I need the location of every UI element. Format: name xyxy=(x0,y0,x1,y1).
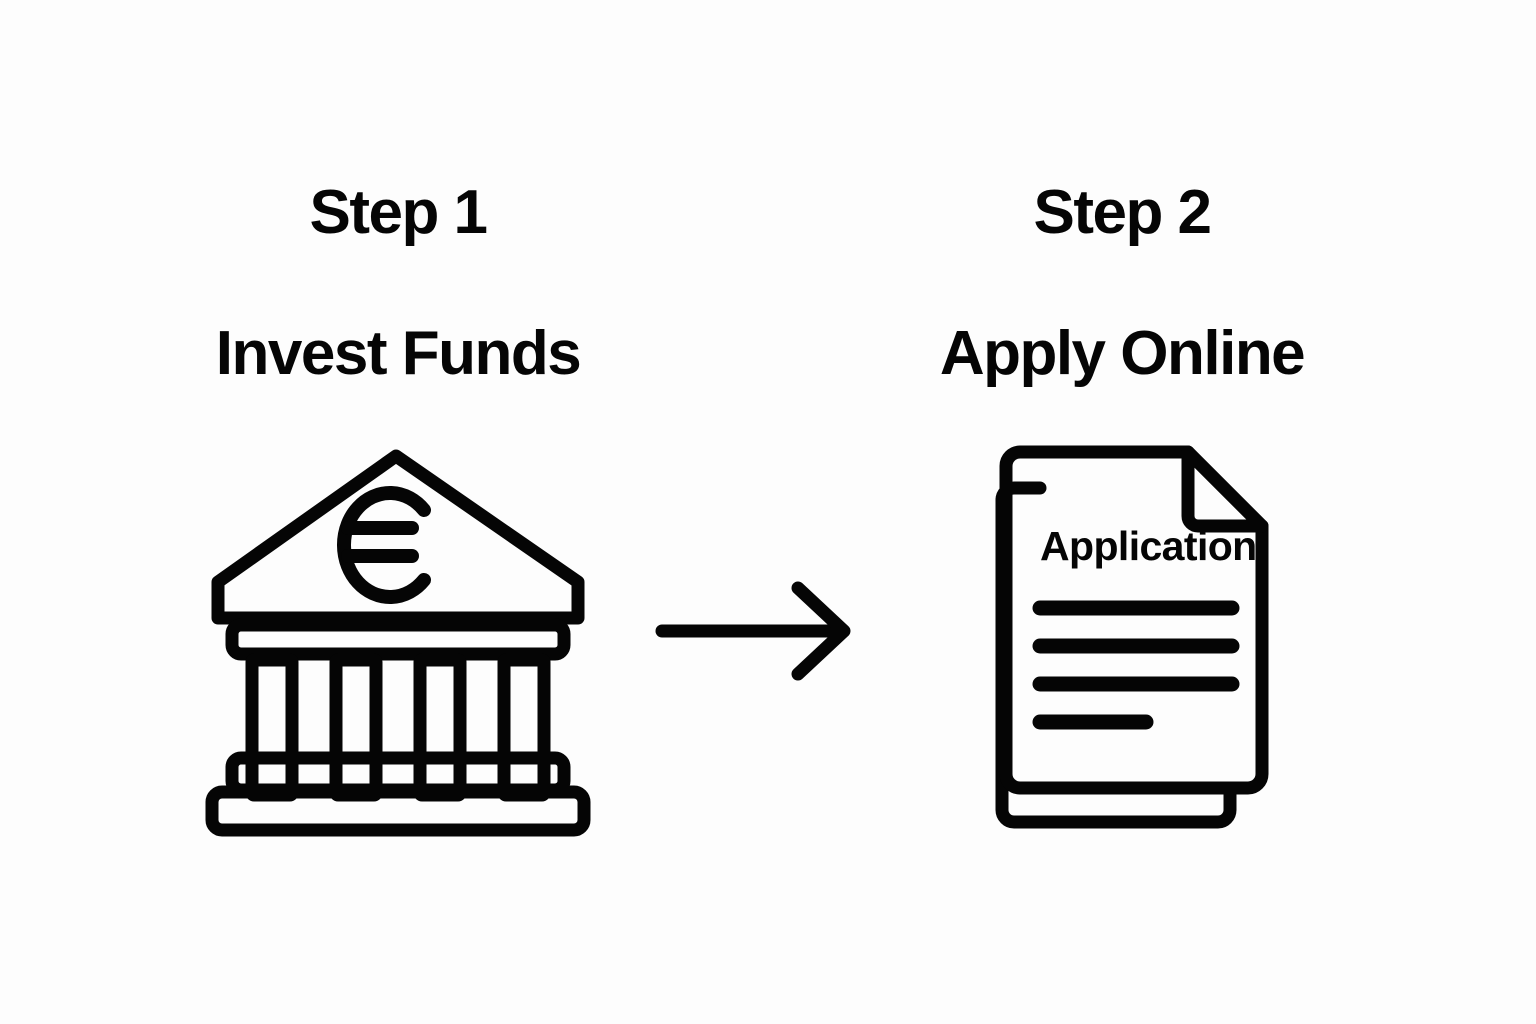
step-1-subheading: Invest Funds xyxy=(215,319,582,389)
application-document-icon-svg: Application xyxy=(995,445,1269,829)
application-document-icon: Application xyxy=(940,440,1284,840)
euro-symbol-icon xyxy=(336,486,431,604)
arrow-right-icon-svg xyxy=(655,581,851,681)
bank-column-2 xyxy=(329,653,383,802)
step-1-heading: Step 1 xyxy=(309,178,488,247)
bank-base-bar xyxy=(225,751,571,797)
document-text-lines xyxy=(1032,600,1240,730)
bank-foundation-bar xyxy=(205,785,591,837)
arrow-right-icon xyxy=(650,566,870,696)
bank-column-3 xyxy=(413,653,467,802)
bank-lintel-bar xyxy=(225,618,571,661)
arrow-head xyxy=(791,581,851,681)
bank-euro-icon xyxy=(196,440,600,840)
step-1-column: Step 1 Invest Funds xyxy=(148,180,648,386)
bank-column-1 xyxy=(245,653,299,802)
document-front-sheet xyxy=(999,445,1269,795)
document-back-sheet xyxy=(995,493,1237,829)
bank-column-4 xyxy=(497,653,551,802)
step-2-subheading: Apply Online xyxy=(939,319,1306,389)
bank-euro-icon-svg xyxy=(205,449,591,837)
document-title-text: Application xyxy=(1040,523,1257,569)
bank-pediment-shape xyxy=(211,449,585,625)
step-2-heading: Step 2 xyxy=(1033,178,1212,247)
document-fold-corner-icon xyxy=(1181,445,1269,533)
step-2-column: Step 2 Apply Online xyxy=(872,180,1372,386)
